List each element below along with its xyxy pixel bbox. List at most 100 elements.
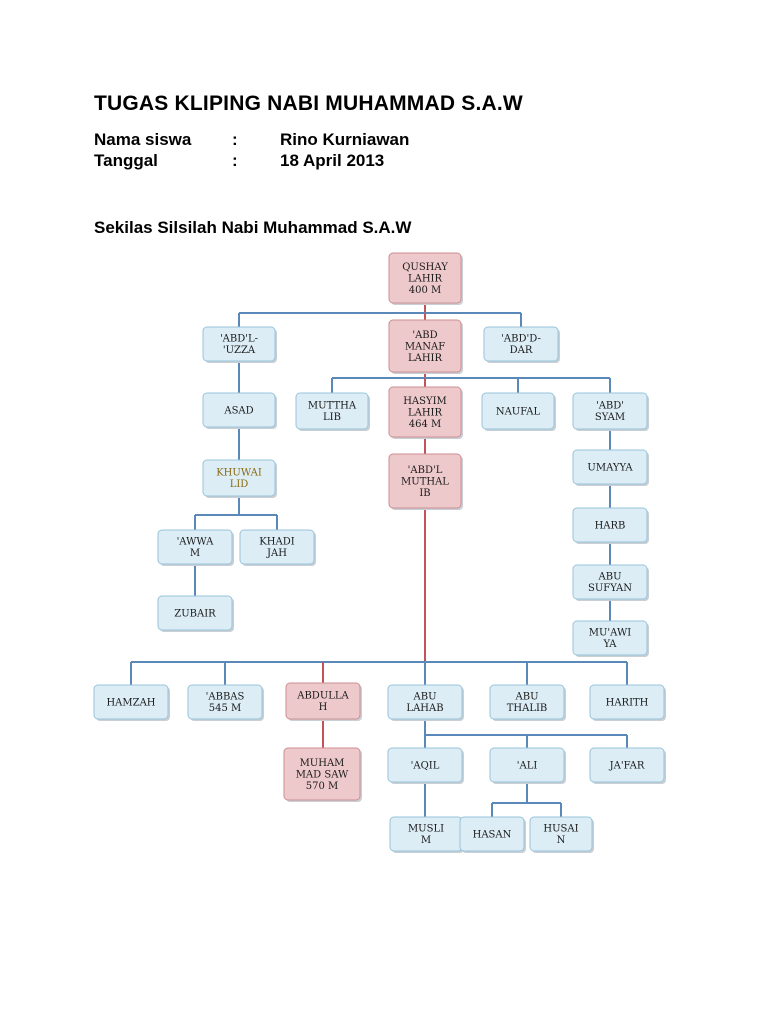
node-box <box>572 449 648 485</box>
node-label: 'ALI <box>517 760 538 771</box>
node-label: 'AWWA <box>177 537 215 548</box>
node-label: LAHIR <box>408 407 443 418</box>
node-label: ABU <box>515 692 539 703</box>
node-label: 400 M <box>409 285 442 296</box>
student-name: Rino Kurniawan <box>280 130 410 149</box>
tree-node-aqil: 'AQIL <box>387 747 464 784</box>
node-label: 'UZZA <box>223 345 256 356</box>
node-box <box>572 392 648 430</box>
student-colon: : <box>232 130 238 149</box>
node-box <box>202 326 276 362</box>
node-box <box>285 682 361 720</box>
node-label: 'ABD'L- <box>220 334 258 345</box>
node-label: SYAM <box>595 412 625 423</box>
node-label: HASAN <box>473 829 512 840</box>
node-label: JAH <box>266 548 287 559</box>
tree-node-harith: HARITH <box>589 684 666 721</box>
node-label: 'ABBAS <box>206 692 245 703</box>
tree-connector-17 <box>130 662 628 685</box>
node-label: MUHAM <box>300 758 345 769</box>
tree-node-harb: HARB <box>572 507 649 544</box>
tree-connector-11 <box>331 378 611 393</box>
node-label: JA'FAR <box>609 760 645 771</box>
node-label: HUSAI <box>543 824 578 835</box>
node-box <box>489 684 565 720</box>
node-box <box>202 459 276 497</box>
node-box <box>157 529 233 565</box>
node-label: M <box>190 548 200 559</box>
node-box <box>572 620 648 656</box>
node-label: ABU <box>598 572 622 583</box>
node-box <box>239 529 315 565</box>
tree-node-asad: ASAD <box>202 392 277 429</box>
node-box <box>481 392 555 430</box>
node-label: 'ABD'D- <box>501 334 541 345</box>
node-label: ABU <box>413 692 437 703</box>
tree-node-hasan: HASAN <box>459 816 526 853</box>
tree-connector-22 <box>491 782 562 817</box>
node-label: 570 M <box>306 781 339 792</box>
node-label: LID <box>230 479 249 490</box>
node-label: MAD SAW <box>296 769 349 780</box>
tree-node-abdl-uzza: 'ABD'L-'UZZA <box>202 326 277 363</box>
node-box <box>489 747 565 783</box>
tree-node-umayya: UMAYYA <box>572 449 649 486</box>
node-box <box>572 564 648 600</box>
node-box <box>388 252 462 304</box>
node-label: ASAD <box>223 405 253 416</box>
node-label: UMAYYA <box>587 462 633 473</box>
node-label: SUFYAN <box>588 583 632 594</box>
node-box <box>589 684 665 720</box>
node-box <box>529 816 593 852</box>
node-label: 545 M <box>209 703 242 714</box>
node-label: YA <box>602 639 617 650</box>
node-label: KHADI <box>259 537 294 548</box>
node-box <box>388 453 462 509</box>
page-title: TUGAS KLIPING NABI MUHAMMAD S.A.W <box>94 92 523 115</box>
node-label: 'ABD <box>412 330 437 341</box>
node-label: KHUWAI <box>216 468 262 479</box>
tree-connector-20 <box>424 719 628 748</box>
node-label: MUTTHA <box>308 401 357 412</box>
node-box <box>387 684 463 720</box>
node-label: LAHIR <box>408 353 443 364</box>
tree-node-zubair: ZUBAIR <box>157 595 234 632</box>
node-box <box>459 816 525 852</box>
date-label: Tanggal <box>94 151 158 170</box>
tree-node-abd-syam: 'ABD'SYAM <box>572 392 649 431</box>
node-label: N <box>557 835 566 846</box>
node-label: H <box>319 702 328 713</box>
tree-connector-7 <box>194 496 278 530</box>
student-label: Nama siswa <box>94 130 192 149</box>
node-box <box>483 326 559 362</box>
date-colon: : <box>232 151 238 170</box>
node-label: HARITH <box>606 697 649 708</box>
node-box <box>157 595 233 631</box>
node-box <box>93 684 169 720</box>
node-label: 'ABD'L <box>408 465 443 476</box>
node-label: DAR <box>510 345 533 356</box>
tree-node-ali: 'ALI <box>489 747 566 784</box>
node-label: HASYIM <box>403 396 447 407</box>
node-box <box>295 392 369 430</box>
node-box <box>388 319 462 373</box>
node-label: 'AQIL <box>411 760 440 771</box>
node-box <box>187 684 263 720</box>
tree-node-jafar: JA'FAR <box>589 747 666 784</box>
node-label: ZUBAIR <box>174 608 216 619</box>
